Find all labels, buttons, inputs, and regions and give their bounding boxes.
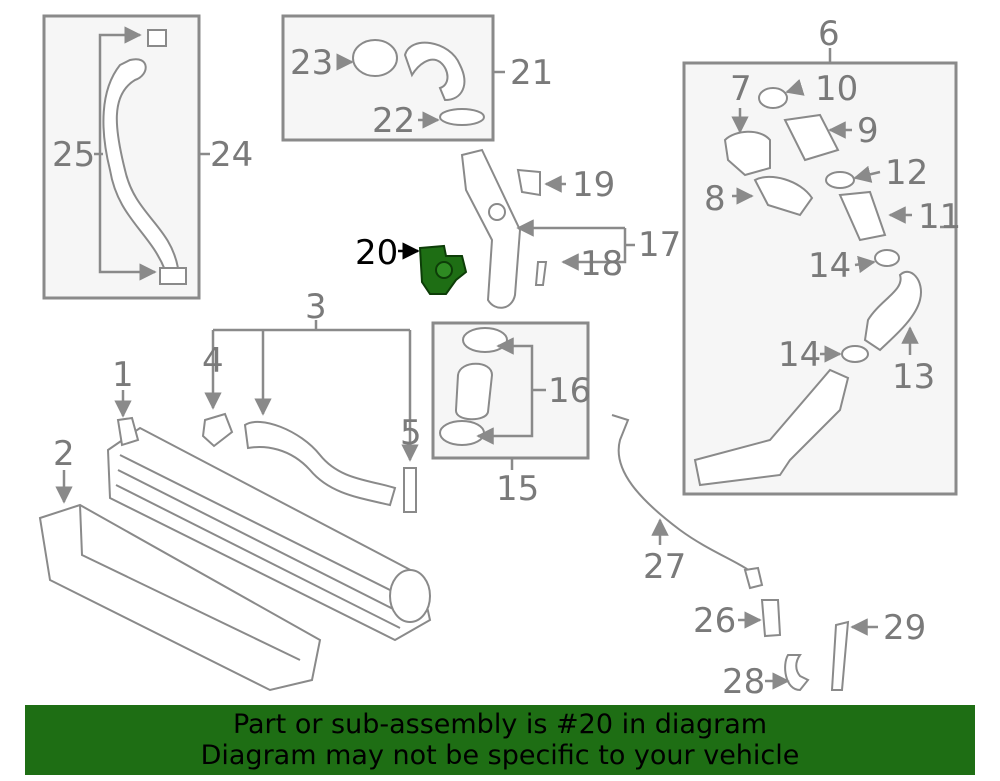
- callout-labels: 1 2 3 4 5 6 7 8 9 10 11 12 13 14 14 15 1…: [52, 14, 961, 702]
- callout-6: 6: [818, 14, 840, 54]
- callout-3: 3: [305, 287, 327, 327]
- callout-17: 17: [638, 225, 681, 265]
- callout-5: 5: [400, 413, 422, 453]
- callout-8: 8: [704, 179, 726, 219]
- callout-19: 19: [572, 165, 615, 205]
- banner-line-1: Part or sub-assembly is #20 in diagram: [232, 709, 768, 740]
- group-box-15: [431, 321, 590, 470]
- callout-23: 23: [290, 43, 333, 83]
- callout-29: 29: [883, 608, 926, 648]
- callout-1: 1: [112, 355, 134, 395]
- callout-12: 12: [885, 153, 928, 193]
- banner-line-2: Diagram may not be specific to your vehi…: [200, 740, 800, 771]
- part-3-hose: [201, 320, 419, 513]
- callout-24: 24: [210, 135, 253, 175]
- group-box-24: [42, 14, 210, 300]
- callout-14b: 14: [778, 335, 821, 375]
- part-2-bracket: [38, 470, 322, 692]
- callout-13: 13: [892, 357, 935, 397]
- callout-2: 2: [53, 434, 75, 474]
- callout-21: 21: [510, 53, 553, 93]
- callout-26: 26: [693, 601, 736, 641]
- callout-4: 4: [202, 341, 224, 381]
- callout-25: 25: [52, 135, 95, 175]
- part-27-line: [611, 414, 878, 692]
- callout-7: 7: [730, 69, 752, 109]
- part-1-intercooler: [106, 390, 432, 642]
- part-20-highlighted[interactable]: [398, 242, 468, 295]
- callout-18: 18: [580, 244, 623, 284]
- callout-14a: 14: [808, 246, 851, 286]
- part-17-pipe: [460, 148, 635, 309]
- callout-16: 16: [548, 371, 591, 411]
- callout-10: 10: [815, 69, 858, 109]
- callout-9: 9: [857, 111, 879, 151]
- callout-11: 11: [918, 197, 961, 237]
- group-box-6: [682, 48, 958, 496]
- callout-20: 20: [355, 233, 398, 273]
- callout-22: 22: [372, 101, 415, 141]
- callout-27: 27: [643, 547, 686, 587]
- info-banner: Part or sub-assembly is #20 in diagram D…: [25, 705, 975, 775]
- group-box-21: [281, 14, 505, 142]
- callout-15: 15: [496, 469, 539, 509]
- callout-28: 28: [722, 662, 765, 702]
